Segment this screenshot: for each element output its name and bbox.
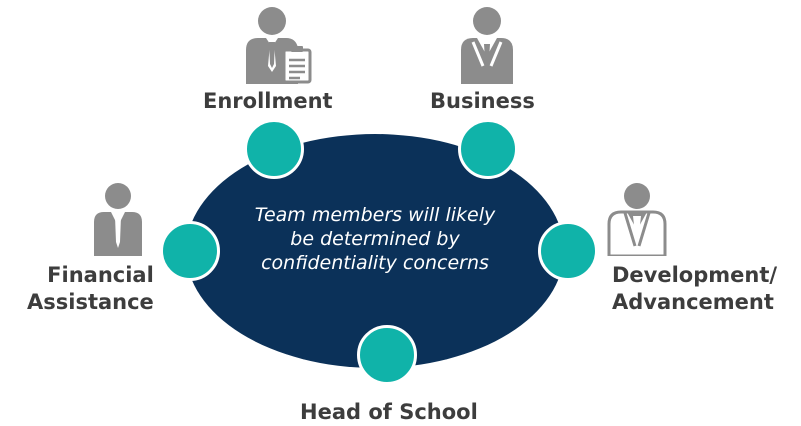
person-labcoat-icon [607, 183, 667, 256]
label-head-of-school: Head of School [300, 400, 478, 424]
center-caption-line-1: Team members will likely [254, 204, 496, 226]
label-financial-line-1: Financial [47, 263, 154, 287]
seat-financial-assistance [160, 221, 220, 281]
seat-development [538, 221, 598, 281]
label-business: Business [430, 89, 535, 113]
person-tie-icon [94, 183, 142, 256]
seat-enrollment [244, 119, 304, 179]
center-caption-line-3: confidentiality concerns [261, 252, 489, 274]
label-development-line-2: Advancement [612, 290, 774, 314]
center-caption-line-2: be determined by [290, 228, 460, 250]
seat-head-of-school [357, 325, 417, 385]
person-clipboard-icon [246, 7, 312, 84]
label-enrollment: Enrollment [203, 89, 333, 113]
label-financial-assistance: Financial Assistance [27, 262, 154, 316]
label-development-line-1: Development/ [612, 263, 778, 287]
businessperson-icon [461, 7, 513, 84]
center-caption: Team members will likely be determined b… [206, 203, 544, 275]
label-financial-line-2: Assistance [27, 290, 154, 314]
label-development-advancement: Development/ Advancement [612, 262, 777, 316]
seat-business [458, 119, 518, 179]
